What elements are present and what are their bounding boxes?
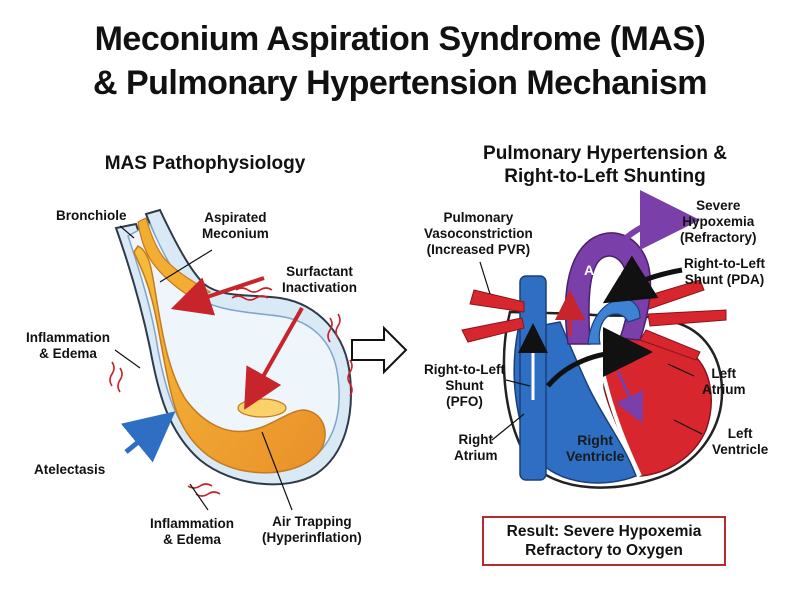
label-pfo-line-1: Right-to-Left <box>424 362 505 377</box>
main-title-line-2: & Pulmonary Hypertension Mechanism <box>92 64 708 102</box>
label-surfactant-inactivation: Surfactant Inactivation <box>282 264 357 296</box>
label-severe-hypoxemia: Severe Hypoxemia (Refractory) <box>680 198 757 246</box>
aspirated-meconium-mass <box>133 245 326 474</box>
label-pulmonary-line-1: Pulmonary <box>443 210 514 225</box>
label-bronchiole: Bronchiole <box>56 208 127 223</box>
right-leader-lines <box>479 261 703 441</box>
right-panel-heading: Pulmonary Hypertension & Right-to-Left S… <box>450 142 760 188</box>
label-inflammation-top-line-2: & Edema <box>39 346 97 361</box>
label-left-ventricle-line-1: Left <box>727 426 753 441</box>
pulmonary-trunk <box>587 298 641 345</box>
surfactant-inactivation-arrow <box>244 307 304 410</box>
trapped-air-pocket <box>237 398 287 418</box>
label-inflammation-edema-top: Inflammation & Edema <box>26 330 110 362</box>
label-left-atrium-line-1: Left <box>711 366 737 381</box>
interventricular-septum <box>596 345 642 477</box>
label-pda-line-2: Shunt (PDA) <box>684 272 765 287</box>
label-surfactant-line-1: Surfactant <box>286 264 353 279</box>
label-severe-line-2: Hypoxemia <box>682 214 755 229</box>
result-box: Result: Severe Hypoxemia Refractory to O… <box>482 516 726 566</box>
right-panel-heading-line-2: Right-to-Left Shunting <box>504 166 706 187</box>
label-pulmonary-line-3: (Increased PVR) <box>426 242 531 257</box>
hollow-right-arrow-icon <box>351 325 408 375</box>
label-pda-shunt: Right-to-Left Shunt (PDA) <box>684 256 765 288</box>
label-pfo-line-2: Shunt <box>445 378 484 393</box>
label-air-trapping-line-2: (Hyperinflation) <box>262 530 362 545</box>
label-inflammation-bottom-line-2: & Edema <box>163 532 221 547</box>
pfo-shunt-arrow <box>546 327 653 388</box>
left-leader-lines <box>114 225 293 511</box>
heart-illustration <box>461 190 727 489</box>
label-left-ventricle: Left Ventricle <box>712 426 768 458</box>
label-inflammation-edema-bottom: Inflammation & Edema <box>150 516 234 548</box>
lv-flow-arrow <box>616 371 644 424</box>
pda-shunt-arrow <box>602 255 683 304</box>
label-aspirated-meconium-line-2: Meconium <box>202 226 269 241</box>
label-pda-line-1: Right-to-Left <box>684 256 765 271</box>
label-atelectasis: Atelectasis <box>34 462 106 477</box>
label-right-atrium-line-2: Atrium <box>454 448 498 463</box>
label-right-ventricle-line-2: Ventricle <box>566 448 625 464</box>
label-air-trapping-line-1: Air Trapping <box>272 514 352 529</box>
label-inflammation-top-line-1: Inflammation <box>26 330 111 345</box>
left-panel-heading: MAS Pathophysiology <box>104 153 306 174</box>
label-pfo-line-3: (PFO) <box>446 394 483 409</box>
label-surfactant-line-2: Inactivation <box>282 280 358 295</box>
result-line-2: Refractory to Oxygen <box>525 542 683 559</box>
label-pulmonary-vasoconstriction: Pulmonary Vasoconstriction (Increased PV… <box>424 210 533 258</box>
label-left-ventricle-line-2: Ventricle <box>712 442 769 457</box>
inflammation-marks <box>109 287 353 497</box>
label-left-atrium-line-2: Atrium <box>702 382 746 397</box>
label-severe-line-3: (Refractory) <box>680 230 757 245</box>
label-air-trapping: Air Trapping (Hyperinflation) <box>262 514 362 546</box>
main-title-line-1: Meconium Aspiration Syndrome (MAS) <box>94 20 706 58</box>
label-right-ventricle-line-1: Right <box>577 432 614 448</box>
label-right-atrium-line-1: Right <box>458 432 494 447</box>
label-right-atrium: Right Atrium <box>454 432 498 464</box>
label-severe-line-1: Severe <box>696 198 741 213</box>
label-aorta: Aorta <box>584 262 621 278</box>
label-pfo-shunt: Right-to-Left Shunt (PFO) <box>424 362 505 410</box>
airway-illustration <box>109 208 353 511</box>
result-line-1: Result: Severe Hypoxemia <box>506 523 702 540</box>
label-aspirated-meconium: Aspirated Meconium <box>202 210 269 242</box>
label-left-atrium: Left Atrium <box>702 366 746 398</box>
label-pulmonary-line-2: Vasoconstriction <box>424 226 533 241</box>
label-inflammation-bottom-line-1: Inflammation <box>150 516 235 531</box>
severe-hypoxemia-arrow <box>624 190 700 251</box>
atelectasis-arrow <box>120 411 176 463</box>
right-panel-heading-line-1: Pulmonary Hypertension & <box>483 143 727 164</box>
label-right-ventricle: Right Ventricle <box>566 432 624 464</box>
label-aspirated-meconium-line-1: Aspirated <box>204 210 267 225</box>
aspirated-meconium-arrow <box>170 276 265 316</box>
